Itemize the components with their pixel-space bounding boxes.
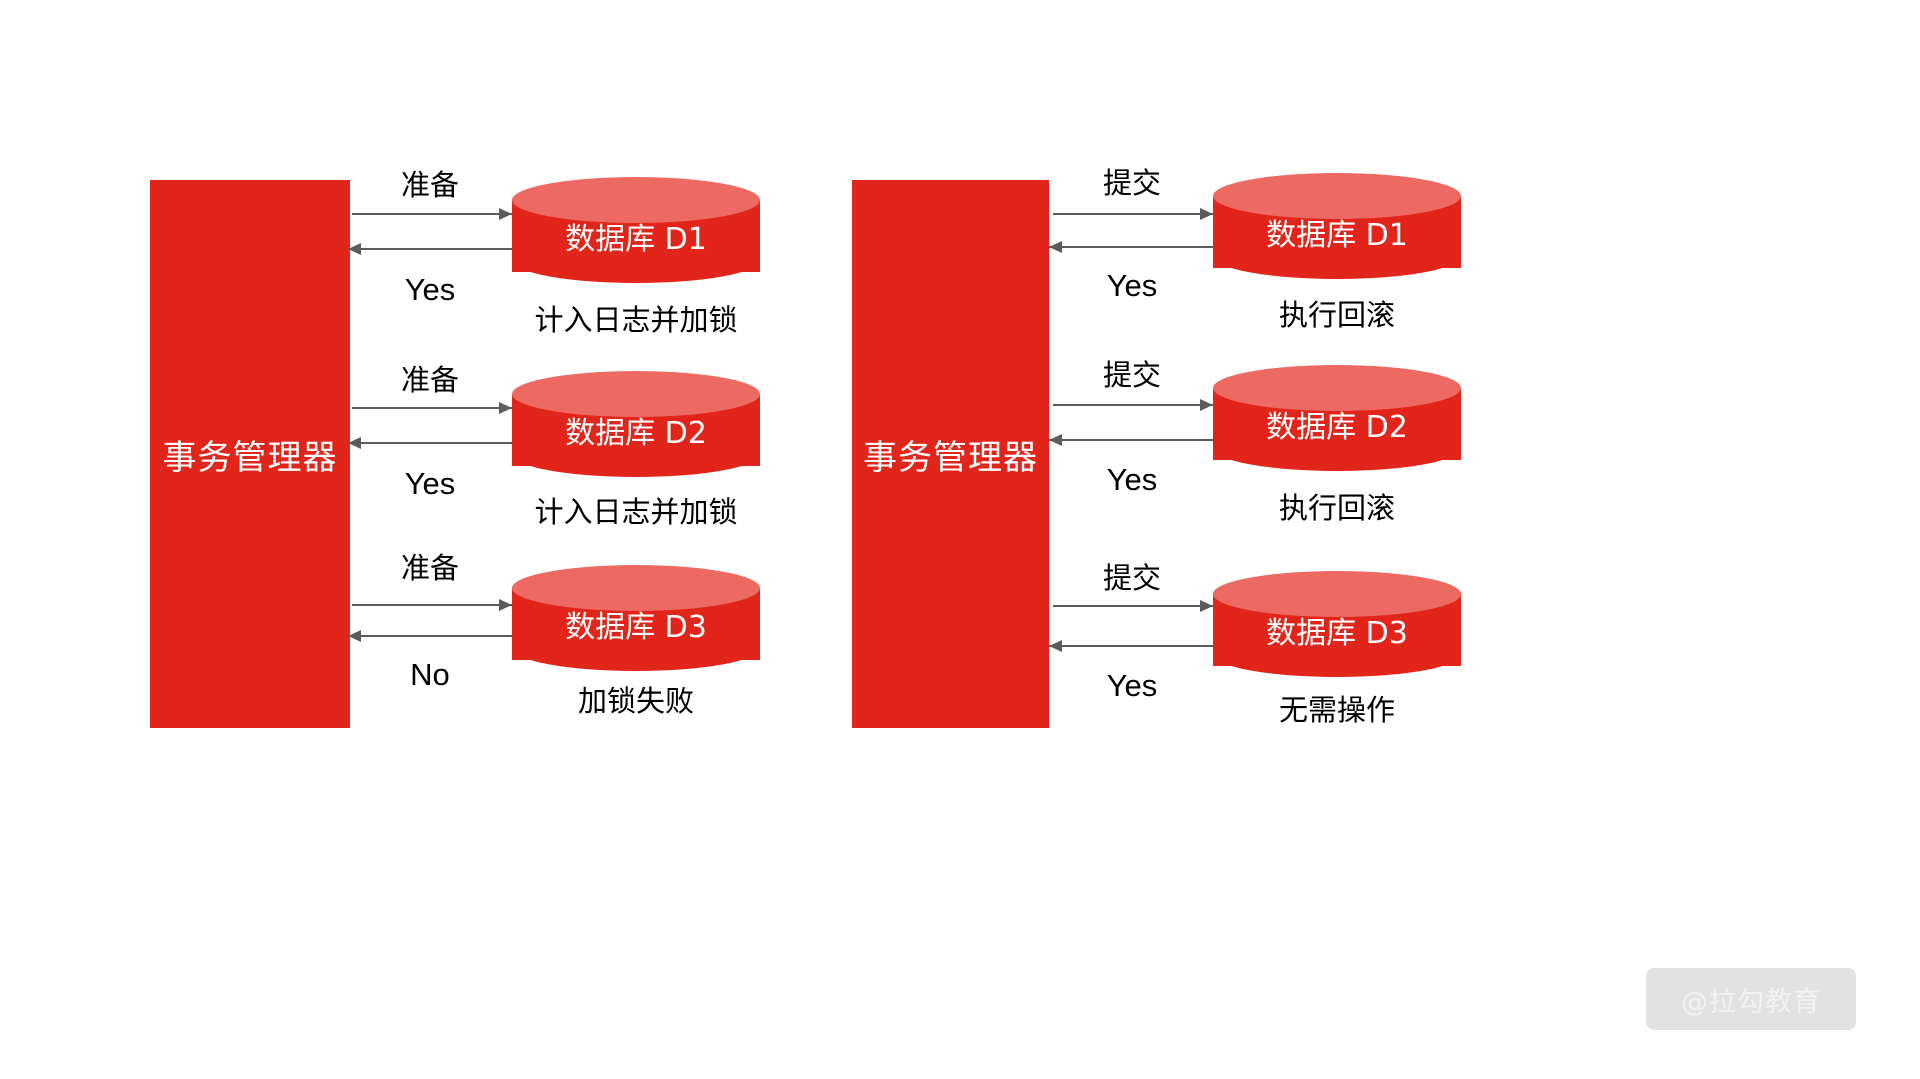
arrow-head-right <box>499 208 512 220</box>
arrow-shaft <box>348 248 514 250</box>
arrow-shaft <box>1053 404 1213 406</box>
arrow-request-right-d1 <box>1053 208 1213 220</box>
cylinder-top <box>512 371 760 417</box>
cylinder-top <box>512 177 760 223</box>
arrow-head-left <box>348 630 361 642</box>
database-cylinder-left-d2: 数据库 D2 <box>512 371 760 489</box>
database-label: 数据库 D2 <box>565 416 707 451</box>
database-label: 数据库 D2 <box>1266 410 1408 445</box>
database-label: 数据库 D3 <box>565 610 707 645</box>
arrow-shaft <box>352 604 512 606</box>
edge-label-response-right-d1: Yes <box>1106 268 1158 303</box>
arrow-shaft <box>1049 246 1215 248</box>
arrow-head-right <box>1200 208 1213 220</box>
edge-label-response-left-d3: No <box>410 657 450 692</box>
arrow-shaft <box>348 442 514 444</box>
edge-label-request-left-d2: 准备 <box>400 363 459 397</box>
database-caption-left-d2: 计入日志并加锁 <box>534 495 738 529</box>
transaction-manager-box-right: 事务管理器 <box>852 180 1049 728</box>
edge-label-response-right-d2: Yes <box>1106 462 1158 497</box>
arrow-head-right <box>499 402 512 414</box>
database-caption-right-d3: 无需操作 <box>1278 693 1395 727</box>
edge-label-request-left-d3: 准备 <box>400 551 459 585</box>
arrow-head-right <box>499 599 512 611</box>
edge-label-response-left-d2: Yes <box>404 466 456 501</box>
arrow-request-right-d3 <box>1053 600 1213 612</box>
watermark: @拉勾教育 <box>1646 968 1856 1030</box>
database-label: 数据库 D3 <box>1266 616 1408 651</box>
edge-label-request-right-d1: 提交 <box>1102 166 1161 200</box>
arrow-response-left-d3 <box>348 630 514 642</box>
cylinder-top <box>1213 173 1461 219</box>
arrow-response-right-d3 <box>1049 640 1215 652</box>
edge-label-request-right-d2: 提交 <box>1102 358 1161 392</box>
database-label: 数据库 D1 <box>565 222 707 257</box>
database-caption-right-d1: 执行回滚 <box>1278 298 1395 332</box>
arrow-head-left <box>1049 434 1062 446</box>
database-cylinder-right-d3: 数据库 D3 <box>1213 571 1461 689</box>
arrow-shaft <box>352 213 512 215</box>
arrow-response-left-d1 <box>348 243 514 255</box>
database-cylinder-left-d1: 数据库 D1 <box>512 177 760 295</box>
database-caption-left-d1: 计入日志并加锁 <box>534 303 738 337</box>
arrow-request-left-d1 <box>352 208 512 220</box>
edge-label-request-left-d1: 准备 <box>400 168 459 202</box>
transaction-manager-box-left: 事务管理器 <box>150 180 350 728</box>
edge-label-response-left-d1: Yes <box>404 272 456 307</box>
arrow-head-left <box>1049 640 1062 652</box>
arrow-request-left-d3 <box>352 599 512 611</box>
edge-label-request-right-d3: 提交 <box>1102 561 1161 595</box>
database-caption-right-d2: 执行回滚 <box>1278 491 1395 525</box>
database-label: 数据库 D1 <box>1266 218 1408 253</box>
arrow-request-left-d2 <box>352 402 512 414</box>
database-cylinder-right-d1: 数据库 D1 <box>1213 173 1461 291</box>
arrow-shaft <box>1049 645 1215 647</box>
arrow-response-right-d1 <box>1049 241 1215 253</box>
arrow-shaft <box>348 635 514 637</box>
arrow-shaft <box>1053 605 1213 607</box>
arrow-shaft <box>352 407 512 409</box>
arrow-head-left <box>348 243 361 255</box>
edge-label-response-right-d3: Yes <box>1106 668 1158 703</box>
database-caption-left-d3: 加锁失败 <box>577 684 694 718</box>
arrow-head-right <box>1200 399 1213 411</box>
arrow-response-left-d2 <box>348 437 514 449</box>
watermark-text: @拉勾教育 <box>1681 986 1821 1018</box>
arrow-request-right-d2 <box>1053 399 1213 411</box>
cylinder-top <box>1213 571 1461 617</box>
database-cylinder-right-d2: 数据库 D2 <box>1213 365 1461 483</box>
arrow-response-right-d2 <box>1049 434 1215 446</box>
arrow-shaft <box>1049 439 1215 441</box>
arrow-head-left <box>348 437 361 449</box>
transaction-manager-label-right: 事务管理器 <box>863 437 1038 478</box>
cylinder-top <box>512 565 760 611</box>
arrow-head-right <box>1200 600 1213 612</box>
arrow-head-left <box>1049 241 1062 253</box>
database-cylinder-left-d3: 数据库 D3 <box>512 565 760 683</box>
transaction-manager-label-left: 事务管理器 <box>162 437 338 478</box>
cylinder-top <box>1213 365 1461 411</box>
arrow-shaft <box>1053 213 1213 215</box>
